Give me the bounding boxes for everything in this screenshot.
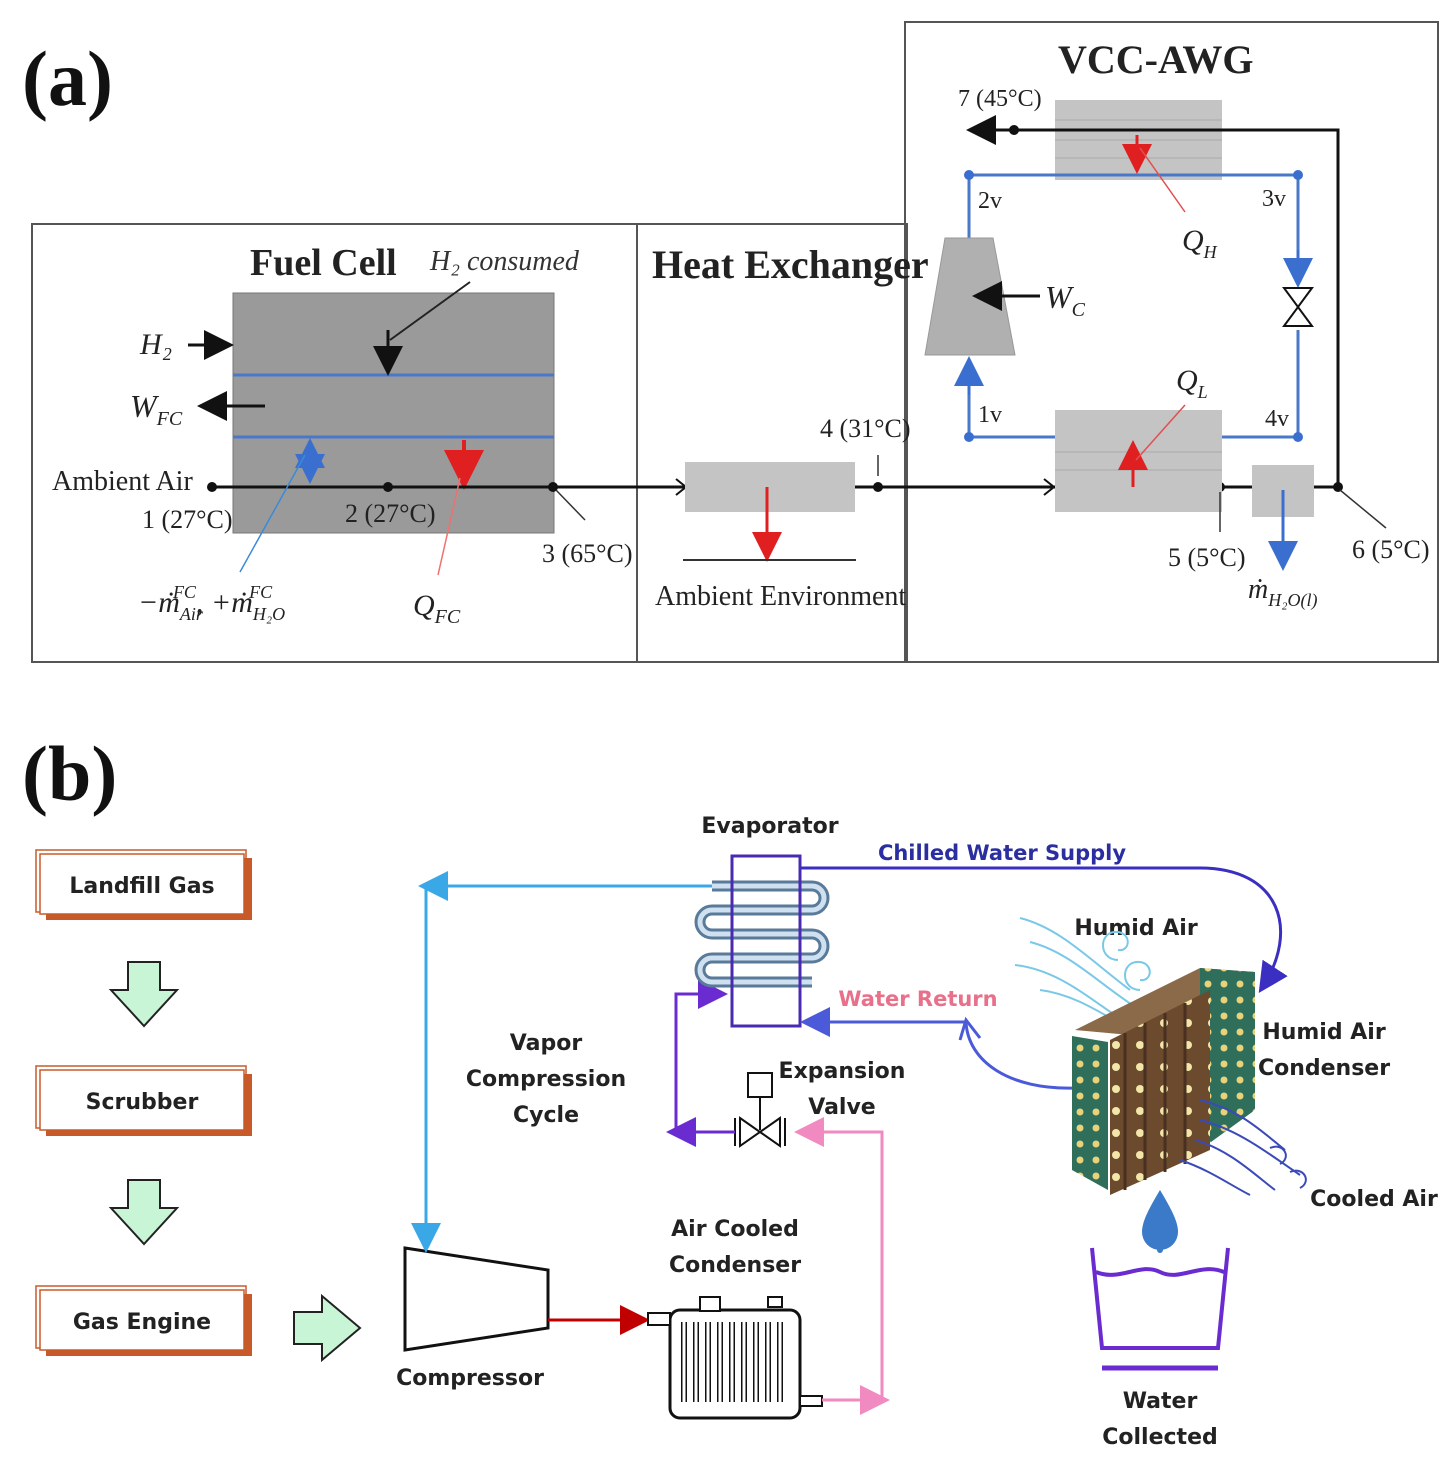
state3-point xyxy=(548,482,558,492)
state3-leader xyxy=(555,489,586,521)
ambient-air-label: Ambient Air xyxy=(52,466,193,497)
ambient-env-label: Ambient Environment xyxy=(655,581,906,612)
h2-consumed-label: H₂ consumed xyxy=(429,246,580,277)
chilled-water-supply-line xyxy=(800,866,1288,994)
down-arrow-1 xyxy=(108,961,180,1028)
q-fc-leader xyxy=(437,477,461,576)
state1-label: 1 (27°C) xyxy=(142,505,233,534)
fuel-cell-block xyxy=(232,292,555,534)
light-blue-refrigerant-line xyxy=(424,884,712,1245)
water-flow-label: ṁH₂O(l) xyxy=(1248,574,1317,611)
state6-leader xyxy=(1339,489,1387,529)
water-return-label: Water Return xyxy=(838,987,997,1011)
expansion-valve-top xyxy=(1282,287,1314,309)
vcc-label-1: Vapor xyxy=(510,1031,583,1056)
state4-label: 4 (31°C) xyxy=(820,414,911,443)
q-h-label: QH xyxy=(1182,224,1218,262)
mass-flow-label: −ṁAirFC, +ṁH₂OFC xyxy=(138,582,285,624)
hx-block xyxy=(685,462,855,512)
humid-air-condenser-label-1: Humid Air xyxy=(1262,1020,1386,1045)
water-return-arrowhead xyxy=(958,1016,982,1041)
purple-refrigerant-line xyxy=(674,992,735,1134)
return-air-line xyxy=(1014,128,1340,487)
vcc-awg-title: VCC-AWG xyxy=(1058,37,1254,82)
cooled-air-label: Cooled Air xyxy=(1310,1187,1438,1212)
refrigerant-top-loop xyxy=(967,173,1300,278)
right-arrow xyxy=(293,1293,362,1363)
cooled-air-swirl-icon xyxy=(1179,1099,1307,1196)
state6-label: 6 (5°C) xyxy=(1352,535,1430,564)
h2-consumed-leader xyxy=(389,281,471,341)
q-fc-label: QFC xyxy=(413,589,461,628)
state1-point xyxy=(207,482,217,492)
flow-box-label: Scrubber xyxy=(86,1090,199,1115)
flow-box-label: Landfill Gas xyxy=(69,874,214,899)
humid-air-label: Humid Air xyxy=(1074,916,1198,941)
down-arrow-2 xyxy=(108,1179,180,1246)
air-cooled-condenser-icon xyxy=(647,1296,823,1420)
h2-label: H₂ xyxy=(139,328,172,361)
point-4v xyxy=(1293,432,1303,442)
flow-box-gas-engine: Gas Engine xyxy=(35,1285,252,1356)
state7-point xyxy=(1009,125,1019,135)
q-l-leader xyxy=(1135,404,1186,461)
state5-label: 5 (5°C) xyxy=(1168,543,1246,572)
evaporator-icon xyxy=(694,854,830,1028)
compressor-icon xyxy=(403,1246,550,1352)
state4-point xyxy=(873,482,883,492)
vcc-awg-frame xyxy=(904,21,1439,663)
mass-flow-leader xyxy=(239,454,306,573)
water-collected-label-2: Collected xyxy=(1102,1425,1218,1450)
q-h-leader xyxy=(1139,147,1186,213)
heat-exchanger-title: Heat Exchanger xyxy=(652,242,929,287)
panel-b-letter: (b) xyxy=(22,730,117,817)
compressor-label: Compressor xyxy=(396,1366,544,1391)
vcc-label-2: Compression xyxy=(466,1067,626,1092)
expansion-valve-label-2: Valve xyxy=(808,1095,875,1120)
evaporator-label: Evaporator xyxy=(701,814,838,839)
state3-label: 3 (65°C) xyxy=(542,539,633,568)
label-3v: 3v xyxy=(1262,186,1286,212)
panel-a-frame xyxy=(31,223,908,663)
air-cooled-condenser-label-2: Condenser xyxy=(669,1253,801,1278)
water-drip-icon xyxy=(1157,1247,1163,1253)
evaporator-block xyxy=(1055,410,1222,512)
w-fc-label: WFC xyxy=(130,388,183,430)
water-collected-label-1: Water xyxy=(1123,1389,1198,1414)
water-return-line xyxy=(800,1007,1076,1090)
point-1v xyxy=(964,432,974,442)
q-l-label: QL xyxy=(1176,364,1208,402)
expansion-valve-icon xyxy=(734,1072,786,1148)
panel-a-letter: (a) xyxy=(22,35,113,122)
label-1v: 1v xyxy=(978,402,1002,428)
humid-air-condenser-label-2: Condenser xyxy=(1258,1056,1390,1081)
pink-refrigerant-line xyxy=(800,1130,884,1402)
flow-box-landfill-gas: Landfill Gas xyxy=(35,849,252,920)
air-cooled-condenser-label-1: Air Cooled xyxy=(671,1217,799,1242)
fuel-cell-title: Fuel Cell xyxy=(250,242,397,284)
point-2v xyxy=(964,170,974,180)
state2-label: 2 (27°C) xyxy=(345,499,436,528)
vcc-compressor xyxy=(924,237,1016,356)
state2-point xyxy=(383,482,393,492)
chilled-water-supply-label: Chilled Water Supply xyxy=(878,841,1126,865)
expansion-valve-bottom xyxy=(1282,305,1314,327)
point-3v xyxy=(1293,170,1303,180)
flow-box-label: Gas Engine xyxy=(73,1310,211,1335)
state7-label: 7 (45°C) xyxy=(958,86,1042,112)
flow-box-scrubber: Scrubber xyxy=(35,1065,252,1136)
w-c-label: WC xyxy=(1045,279,1086,321)
humid-air-condenser-icon xyxy=(1072,968,1255,1195)
label-4v: 4v xyxy=(1265,406,1289,432)
water-drop-icon xyxy=(1142,1190,1178,1250)
vcc-label-3: Cycle xyxy=(513,1103,579,1128)
expansion-valve-label-1: Expansion xyxy=(779,1059,906,1084)
label-2v: 2v xyxy=(978,188,1002,214)
flow-chevron-2 xyxy=(1043,478,1056,496)
water-container-icon xyxy=(1090,1247,1230,1371)
